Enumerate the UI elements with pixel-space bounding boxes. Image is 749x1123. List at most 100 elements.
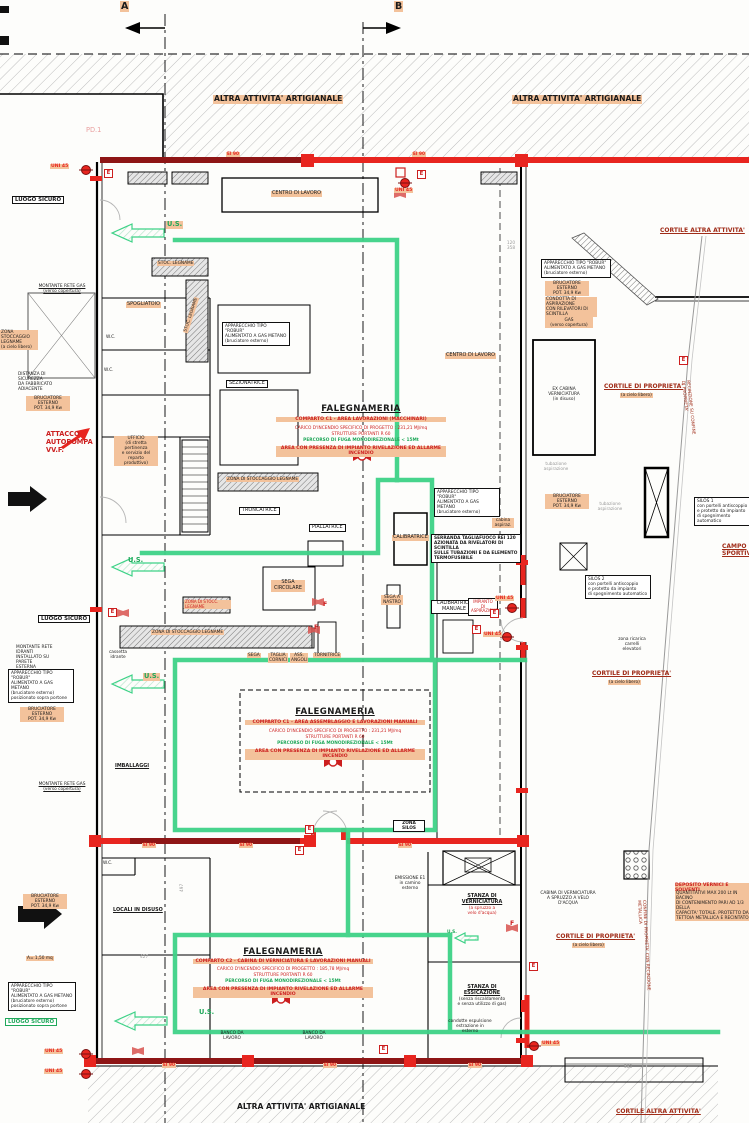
- deposito-vernici-body: QUANTITATIVI MAX 200 Lt IN BACINO DI CON…: [675, 891, 749, 922]
- ei-90-1: EI 90: [226, 152, 241, 158]
- stanza-verniciatura: STANZA DI VERNICIATURA: [461, 893, 503, 905]
- bruciatore-esterno-4: BRUCIATORE ESTERNO POT. 34,9 Kw: [545, 281, 589, 297]
- f-mark-3: F: [510, 920, 515, 927]
- uni-45-5: UNI 45: [44, 1049, 64, 1055]
- exit-e-9: E: [679, 356, 688, 365]
- locali-in-disuso: LOCALI IN DISUSO: [113, 907, 163, 913]
- falegnameria-1-carico: CARICO D'INCENDIO SPECIFICO DI PROGETTO …: [294, 426, 428, 431]
- us-4: U.S.: [199, 1008, 215, 1016]
- cortile-altra-attivita-top: CORTILE ALTRA ATTIVITA': [660, 227, 745, 234]
- pd1-door-tag: PD.1: [86, 126, 102, 134]
- spogliatoio: SPOGLIATOIO: [126, 301, 161, 308]
- exit-e-5: E: [295, 846, 304, 855]
- dim-427: 427: [140, 955, 149, 960]
- ei-90-3: EI 90: [142, 843, 157, 849]
- section-lines: [125, 14, 501, 1123]
- exit-e-2: E: [417, 170, 426, 179]
- dim-497: 497: [180, 883, 185, 892]
- cortile-altra-attivita-bottom: CORTILE ALTRA ATTIVITA': [616, 1108, 701, 1115]
- ei-90-5: EI 90: [398, 843, 413, 849]
- calibratrice: CALIBRATRICE: [392, 534, 429, 541]
- distanza-sicurezza: DISTANZA DI SICUREZZA DA FABBRICATO ADIA…: [18, 372, 53, 393]
- hatch-bands: [0, 53, 749, 1123]
- falegnameria-3-title: FALEGNAMERIA: [243, 947, 323, 957]
- property-boundary: [640, 235, 707, 1123]
- luogo-sicuro-1: LUOGO SICURO: [12, 196, 65, 205]
- centro-di-lavoro-2: CENTRO DI LAVORO: [445, 352, 496, 359]
- dim-120-358: 120 358: [506, 241, 516, 252]
- cortile-proprieta-1: CORTILE DI PROPRIETA': [604, 383, 684, 390]
- ufficio: UFFICIO (di stretta pertinenza e servizi…: [114, 436, 158, 467]
- luogo-sicuro-2: LUOGO SICURO: [38, 615, 91, 624]
- hydrant-icons: [79, 165, 541, 1079]
- exit-e-1: E: [104, 169, 113, 178]
- piallatrice: PIALLATRICE: [309, 524, 346, 532]
- sega-a-nastro: SEGA A NASTRO: [381, 595, 403, 606]
- exit-e-8: E: [379, 1045, 388, 1054]
- zona-ricarica-carrelli: zona ricarica carrelli elevatori: [618, 637, 646, 653]
- falegnameria-1-comparto: COMPARTO C1 - AREA LAVORAZIONI (MACCHINA…: [276, 417, 446, 423]
- uni-45-2: UNI 45: [394, 188, 414, 194]
- area-150: A= 1,50 mq: [26, 956, 54, 962]
- banco-lavoro-1: BANCO DA LAVORO: [220, 1031, 244, 1042]
- falegnameria-3-carico: CARICO D'INCENDIO SPECIFICO DI PROGETTO …: [216, 967, 350, 972]
- f-mark-1: F: [323, 601, 328, 608]
- cortile-proprieta-2-sub: (a cielo libero): [608, 680, 641, 686]
- ex-cabina-verniciatura: EX CABINA VERNICIATURA (in disuso): [548, 387, 580, 403]
- falegnameria-1-title: FALEGNAMERIA: [321, 404, 401, 414]
- silos-2: SILOS 2 con portelli antiscoppio e prote…: [585, 575, 651, 600]
- us-3: U.S.: [143, 672, 161, 681]
- falegnameria-1-allarme: AREA CON PRESENZA DI IMPIANTO RIVELAZION…: [276, 446, 446, 457]
- campo-sportivo: CAMPO SPORTIVO: [722, 543, 749, 558]
- altra-attivita-top-right: ALTRA ATTIVITA' ARTIGIANALE: [512, 94, 643, 104]
- condotte-espulsione: condotte espulsione estrazione in estern…: [448, 1019, 492, 1035]
- montante-rete-gas-1: MONTANTE RETE GAS (verso copertura): [38, 284, 86, 295]
- wc-2: W.C.: [104, 368, 114, 373]
- altra-attivita-bottom: ALTRA ATTIVITA' ARTIGIANALE: [237, 1102, 366, 1111]
- condotta-aspirazione: CONDOTTA DI ASPIRAZIONE CON RILEVATORI D…: [545, 297, 597, 318]
- bruciatore-esterno-2: BRUCIATORE ESTERNO POT. 34,9 Kw: [20, 707, 64, 723]
- page-marks: [0, 6, 9, 45]
- attacco-autopompa: ATTACCO AUTOPOMPA VV.F.: [46, 430, 93, 454]
- robur-2: APPARECCHIO TIPO "ROBUR" ALIMENTATO A GA…: [541, 259, 611, 279]
- falegnameria-3-comparto: COMPARTO C2 - CABINA DI VERNICIATURA E L…: [193, 959, 373, 965]
- exit-e-10: E: [529, 962, 538, 971]
- robur-3: APPARECCHIO TIPO "ROBUR" ALIMENTATO A GA…: [434, 488, 500, 518]
- bruciatore-esterno-3: BRUCIATORE ESTERNO POT. 34,9 Kw: [23, 894, 67, 910]
- f-mark-2: F: [314, 624, 319, 631]
- centro-di-lavoro-1: CENTRO DI LAVORO: [271, 190, 322, 197]
- bruciatore-esterno-5: BRUCIATORE ESTERNO POT. 34,9 Kw: [545, 494, 589, 510]
- falegnameria-2-title: FALEGNAMERIA: [295, 707, 375, 717]
- exit-e-7: E: [472, 625, 481, 634]
- section-a-label: A: [120, 1, 130, 13]
- taglia-cornici: TAGLIA CORNICI: [268, 653, 288, 664]
- ei-90-4: EI 90: [239, 843, 254, 849]
- us-5: U.S.: [447, 930, 457, 935]
- zona-stoccaggio-cielo-libero: ZONA STOCCAGGIO LEGNAME (a cielo libero): [0, 330, 38, 351]
- falegnameria-2-percorso: PERCORSO DI FUGA MONODIREZIONALE < 15Mt: [277, 741, 393, 746]
- cabina-verniciatura: CABINA DI VERNICIATURA A SPRUZZO A VELO …: [540, 891, 596, 907]
- exit-e-3: E: [108, 608, 117, 617]
- cortile-proprieta-3: CORTILE DI PROPRIETA': [556, 933, 636, 940]
- cabina-aspirazione: cabina aspiraz.: [492, 518, 514, 529]
- ei-90-7: EI 90: [323, 1063, 338, 1069]
- stoc-legname-2: STOC. LEGNAME: [183, 296, 200, 334]
- silos-1: SILOS 1 con portelli antiscoppio e prote…: [694, 497, 749, 527]
- stoc-legname-1: STOC. LEGNAME: [157, 261, 195, 267]
- zona-silos: ZONA SILOS: [393, 820, 425, 833]
- bruciatore-esterno-1: BRUCIATORE ESTERNO POT. 34,9 Kw: [26, 396, 70, 412]
- falegnameria-3-allarme: AREA CON PRESENZA DI IMPIANTO RIVELAZION…: [193, 987, 373, 998]
- escape-routes: [139, 237, 721, 1035]
- emissione-e1: EMISSIONE E1 in camino esterno: [394, 876, 426, 892]
- ei-90-2: EI 90: [412, 152, 427, 158]
- falegnameria-3-percorso: PERCORSO DI FUGA MONODIREZIONALE < 15Mt: [225, 979, 341, 984]
- exit-e-6: E: [490, 609, 499, 618]
- us-1: U.S.: [166, 220, 184, 229]
- cassetta-idrante: cassetta idrante: [108, 650, 128, 661]
- montante-rete-idranti: MONTANTE RETE IDRANTI INSTALLATO SU PARE…: [16, 645, 53, 671]
- cortile-proprieta-3-sub: (a cielo libero): [572, 943, 605, 949]
- altra-attivita-top-left: ALTRA ATTIVITA' ARTIGIANALE: [213, 94, 344, 104]
- falegnameria-1-strutture: STRUTTURE PORTANTI R 60: [331, 432, 391, 437]
